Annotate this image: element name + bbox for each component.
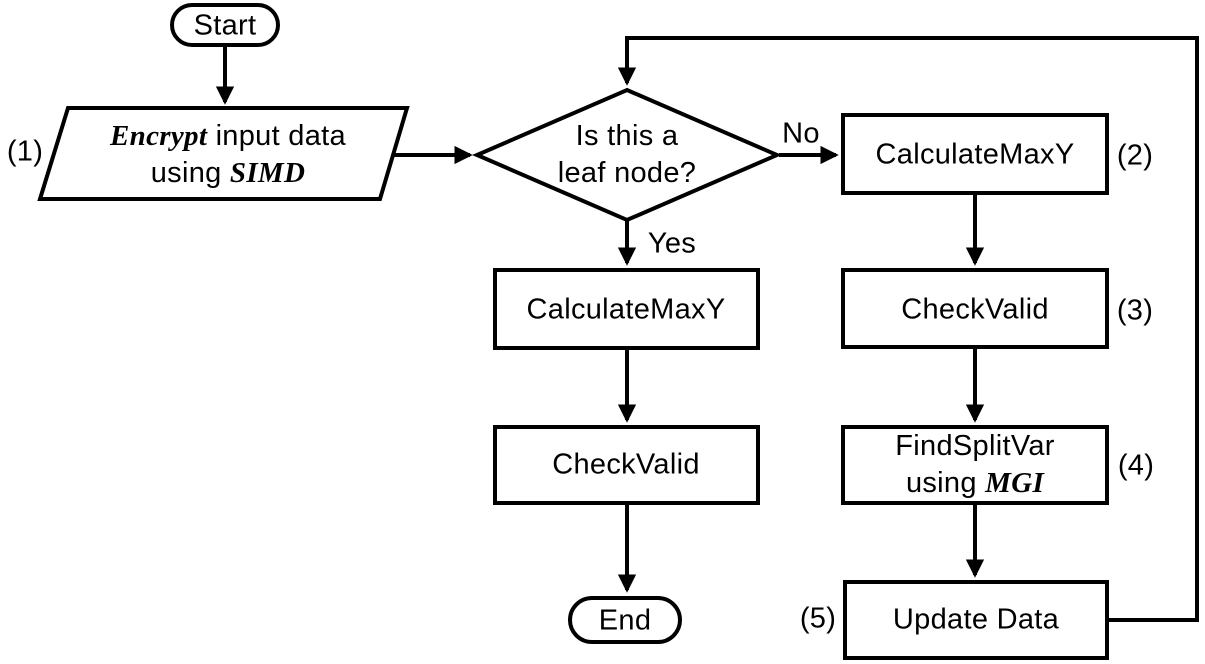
mid-calculate-label: CalculateMaxY (526, 293, 726, 326)
step-number-4: (4) (1117, 449, 1155, 482)
right-calculate-box-shape (841, 113, 1109, 195)
encrypt-label-line1: Encrypt input data (110, 118, 346, 155)
encrypt-label-line2-rest: using (150, 157, 230, 189)
findsplit-label-line2-rest: using (905, 467, 986, 499)
yes-branch-label: Yes (647, 227, 697, 260)
no-branch-label: No (782, 117, 820, 150)
end-label: End (598, 604, 652, 637)
decision-label-line1: Is this a (575, 120, 679, 152)
step-number-5: (5) (799, 602, 837, 635)
mid-calculate-box-shape (493, 268, 760, 350)
right-calculate-label: CalculateMaxY (875, 138, 1075, 171)
mgi-label-emphasis: MGI (985, 467, 1045, 499)
update-label: Update Data (892, 603, 1060, 636)
simd-label-emphasis: SIMD (229, 157, 306, 189)
right-checkvalid-label: CheckValid (901, 293, 1049, 326)
findsplit-box-shape (841, 425, 1109, 505)
step-number-1: (1) (6, 135, 44, 168)
right-checkvalid-box-shape (841, 268, 1109, 349)
step-number-3: (3) (1116, 294, 1154, 327)
decision-diamond-shape (471, 87, 783, 223)
encrypt-label-line1-rest: input data (207, 120, 346, 152)
step-number-2: (2) (1116, 139, 1154, 172)
mid-checkvalid-box-shape (493, 425, 760, 505)
start-label: Start (193, 9, 257, 42)
encrypt-label: Encrypt input data using SIMD (110, 118, 346, 192)
decision-label: Is this a leaf node? (558, 118, 696, 192)
decision-label-line2: leaf node? (557, 157, 697, 189)
encrypt-label-line2: using SIMD (110, 155, 346, 192)
edge-update-loop-to-decision (617, 36, 1199, 622)
findsplit-label-line1: FindSplitVar (895, 430, 1055, 462)
encrypt-label-emphasis: Encrypt (110, 120, 208, 152)
mid-checkvalid-label: CheckValid (552, 448, 700, 481)
findsplit-label-line2: using MGI (895, 465, 1054, 502)
findsplit-label: FindSplitVar using MGI (895, 428, 1054, 502)
start-terminator-shape (170, 3, 280, 47)
encrypt-io-parallelogram-shape (37, 106, 410, 201)
update-box-shape (843, 580, 1109, 660)
end-terminator-shape (568, 596, 682, 644)
